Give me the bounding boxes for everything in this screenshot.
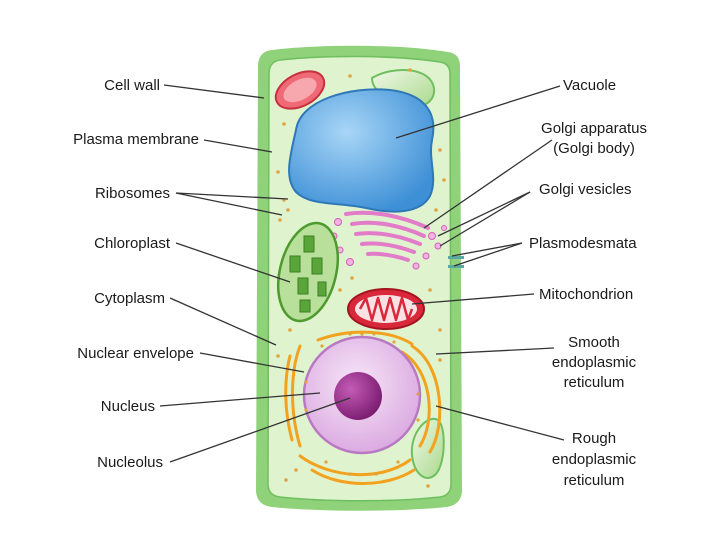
label-plasmodesmata: Plasmodesmata	[529, 235, 637, 252]
plasmodesmata-channel	[448, 256, 464, 268]
label-ribosomes: Ribosomes	[95, 185, 170, 202]
label-smooth-er-1: Smooth	[568, 334, 620, 351]
label-vacuole: Vacuole	[563, 77, 616, 94]
mitochondrion	[347, 288, 425, 330]
endoplasmic-reticulum	[284, 330, 442, 485]
label-nucleolus: Nucleolus	[97, 454, 163, 471]
nucleus	[302, 335, 422, 455]
chloroplast	[277, 221, 339, 323]
label-rough-er-2: endoplasmic	[552, 451, 637, 468]
label-rough-er-3: reticulum	[564, 472, 625, 489]
label-cytoplasm: Cytoplasm	[94, 290, 165, 307]
label-golgi-vesicles: Golgi vesicles	[539, 181, 632, 198]
leader-lines	[159, 84, 565, 463]
label-rough-er-1: Rough	[572, 430, 616, 447]
label-mitochondrion: Mitochondrion	[539, 286, 633, 303]
label-smooth-er-2: endoplasmic	[552, 354, 637, 371]
ribosomes	[276, 68, 446, 488]
label-smooth-er-3: reticulum	[564, 374, 625, 391]
label-nucleus: Nucleus	[101, 398, 155, 415]
label-golgi-apparatus: Golgi apparatus	[541, 120, 647, 137]
golgi-apparatus	[344, 210, 430, 262]
label-nuclear-envelope: Nuclear envelope	[77, 345, 194, 362]
label-chloroplast: Chloroplast	[94, 235, 171, 252]
label-plasma-membrane: Plasma membrane	[73, 131, 199, 148]
label-cell-wall: Cell wall	[104, 77, 160, 94]
golgi-vesicles	[330, 218, 447, 270]
label-golgi-body: (Golgi body)	[553, 140, 635, 157]
vacuole	[288, 88, 435, 213]
